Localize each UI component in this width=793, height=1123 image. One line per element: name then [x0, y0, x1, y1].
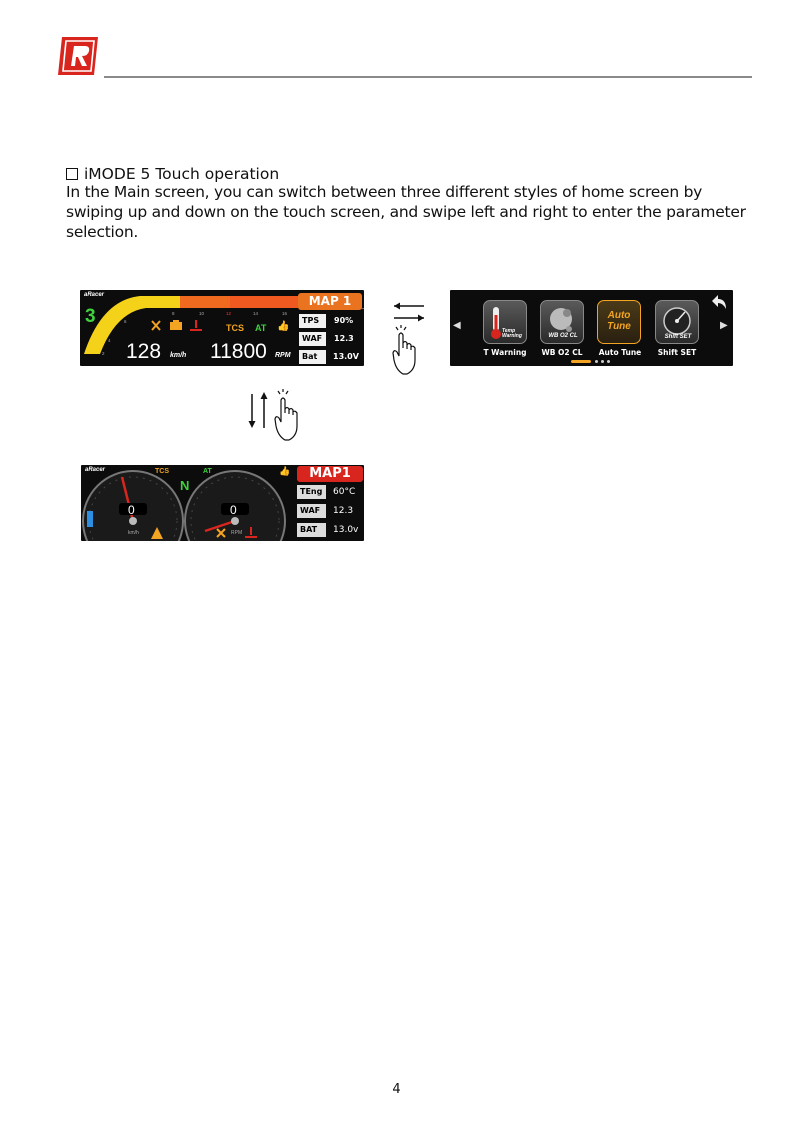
- speed-unit: km/h: [170, 352, 187, 359]
- page-indicator-dot: [595, 360, 598, 363]
- brand-label: aRacer: [85, 467, 106, 473]
- brand-logo: [58, 37, 98, 75]
- back-icon[interactable]: [708, 293, 728, 311]
- dual-gauge-graphic: [82, 470, 286, 541]
- coolant-temp-icon: [190, 320, 202, 331]
- warning-icons: [151, 320, 202, 331]
- param-value: 12.3: [333, 506, 354, 516]
- speed-value: 128: [126, 340, 162, 363]
- arrow-left-icon[interactable]: ◀: [453, 320, 461, 331]
- param-value: 13.0V: [333, 352, 359, 361]
- tile-caption: WB O2 CL: [541, 348, 583, 357]
- tick-label: 6: [124, 319, 127, 324]
- page-indicator-dot: [601, 360, 604, 363]
- parameter-selection-screen: ◀ ▶ Temp Warning WB O2 CL Auto Tune Shif…: [450, 290, 733, 366]
- tile-inner-label: Temp Warning: [502, 328, 522, 339]
- param-row-waf: WAF 12.3: [299, 332, 363, 346]
- param-row-bat: BAT 13.0v: [297, 523, 363, 537]
- gear-indicator: N: [180, 478, 190, 493]
- header-rule: [104, 76, 752, 78]
- tile-shift-set[interactable]: Shift SET: [655, 300, 699, 344]
- page-indicator-active: [571, 360, 591, 363]
- param-value: 13.0v: [333, 525, 359, 535]
- param-label: WAF: [299, 332, 326, 346]
- tcs-indicator: TCS: [155, 468, 169, 475]
- rpm-unit: RPM: [275, 352, 291, 359]
- param-value: 12.3: [334, 334, 354, 343]
- param-label: TPS: [299, 314, 326, 328]
- left-gauge-value: 0: [128, 503, 135, 517]
- tile-caption: Shift SET: [657, 348, 697, 357]
- shift-gauge-icon: [663, 307, 691, 335]
- tick-label: 10: [199, 311, 205, 316]
- param-row-tps: TPS 90%: [299, 314, 363, 328]
- intro-paragraph: In the Main screen, you can switch betwe…: [66, 183, 746, 241]
- page-indicator-dot: [607, 360, 610, 363]
- tile-inner-label: WB O2 CL: [548, 333, 578, 339]
- param-label: Bat: [299, 350, 326, 364]
- param-label: WAF: [297, 504, 326, 518]
- tick-label: 4: [108, 338, 111, 343]
- tile-caption: Auto Tune: [598, 348, 642, 357]
- page-number: 4: [392, 1082, 401, 1097]
- wrench-icon: [151, 320, 161, 331]
- right-gauge-value: 0: [230, 503, 237, 517]
- at-indicator: AT: [203, 468, 212, 475]
- tile-temp-warning[interactable]: Temp Warning: [483, 300, 527, 344]
- param-row-waf: WAF 12.3: [297, 504, 363, 518]
- param-row-bat: Bat 13.0V: [299, 350, 363, 364]
- tick-label: 14: [253, 311, 259, 316]
- section-title: iMODE 5 Touch operation: [66, 164, 279, 184]
- param-row-teng: TEng 60°C: [297, 485, 363, 499]
- rpm-value: 11800: [210, 340, 267, 363]
- checkbox-bullet-icon: [66, 168, 78, 180]
- brand-label: aRacer: [84, 292, 105, 298]
- o2-sensor-icon: [550, 308, 572, 332]
- left-gauge-unit: km/h: [128, 530, 139, 536]
- param-value: 90%: [334, 316, 354, 325]
- tcs-indicator: TCS: [226, 323, 244, 333]
- tile-auto-tune[interactable]: Auto Tune: [597, 300, 641, 344]
- at-indicator: AT: [255, 323, 267, 333]
- thumbs-up-icon: 👍: [279, 466, 291, 476]
- right-gauge-unit: RPM: [231, 530, 243, 536]
- tile-wb-o2-cl[interactable]: WB O2 CL: [540, 300, 584, 344]
- tile-caption: T Warning: [483, 348, 527, 357]
- thumbs-up-icon: 👍: [277, 321, 290, 332]
- map-badge: MAP 1: [298, 293, 362, 310]
- param-value: 60°C: [333, 487, 356, 497]
- tick-label: 2: [102, 351, 105, 356]
- section-title-text: iMODE 5 Touch operation: [84, 165, 280, 183]
- tile-inner-label: Auto Tune: [607, 310, 631, 332]
- home-screen-tacho: aRacer 3 2 4 6 8 10 12 14 16 TCS AT 👍 12…: [80, 290, 364, 366]
- home-screen-dual-gauge: aRacer TCS N AT 👍 0 km/h 0 RPM MAP1 TEng…: [81, 465, 364, 541]
- param-label: BAT: [297, 523, 326, 537]
- tick-label: 8: [172, 311, 175, 316]
- swipe-left-right-icon: [392, 302, 424, 375]
- tick-label: 12: [226, 311, 232, 316]
- engine-icon: [170, 320, 182, 330]
- swipe-up-down-icon: [248, 389, 298, 441]
- tick-label: 16: [282, 311, 288, 316]
- tile-inner-label: Shift SET: [664, 334, 692, 340]
- map-badge: MAP1: [297, 466, 363, 482]
- thermometer-icon: [491, 307, 501, 339]
- arrow-right-icon[interactable]: ▶: [720, 320, 728, 331]
- gear-indicator: 3: [85, 306, 96, 327]
- param-label: TEng: [297, 485, 326, 499]
